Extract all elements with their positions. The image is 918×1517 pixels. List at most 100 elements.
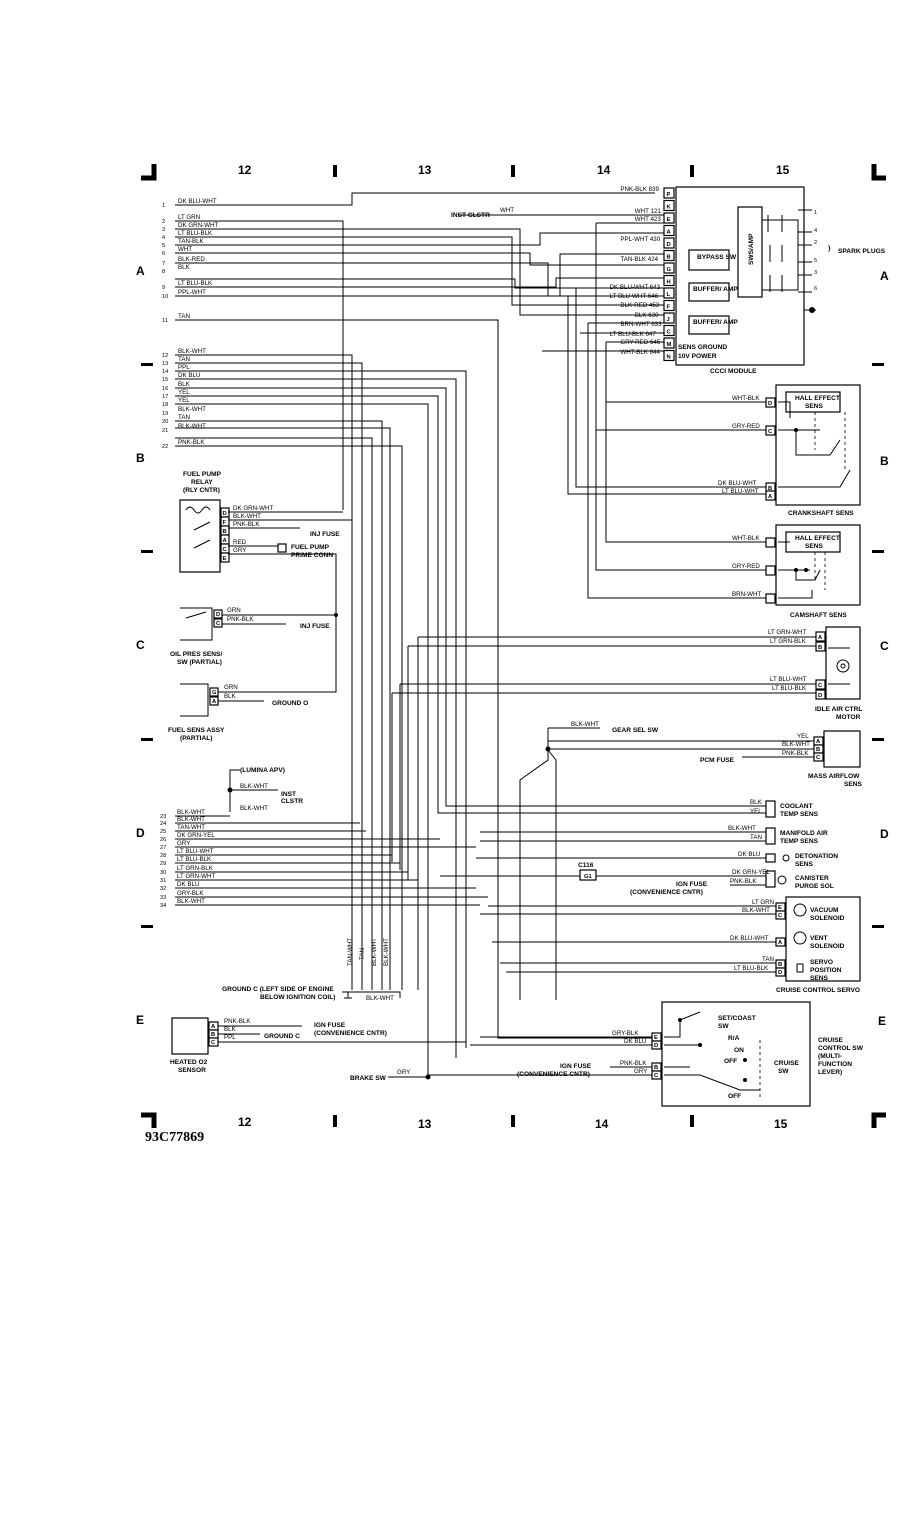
o2-wire-2: BLK [224, 1026, 237, 1033]
left-wire-color-lower: BLK-WHT [177, 809, 205, 816]
ground-vwire-4: BLK-WHT [383, 938, 390, 966]
crank-pin-d: D [768, 401, 772, 407]
left-wire-color: WHT [178, 246, 192, 253]
left-wire-color-lower: LT BLU-BLK [177, 856, 212, 863]
row-label-d: D [136, 826, 145, 840]
maf-wire-yel: YEL [797, 733, 809, 740]
crankshaft-label: CRANKSHAFT SENS [788, 510, 854, 517]
buffer-amp-2: BUFFER/ AMP [693, 319, 738, 326]
left-wire-num: 20 [162, 419, 168, 425]
left-wire-color: DK BLU [178, 372, 200, 379]
left-wire-color-lower: DK GRN-YEL [177, 832, 215, 839]
ccci-pin-box [663, 349, 675, 362]
c116-label: C116 [578, 862, 594, 869]
servo-label-1: SERVO [810, 959, 833, 966]
maf-label-2: SENS [844, 781, 863, 788]
relay-pin-letter: D [223, 511, 227, 517]
fuel-sens-label-1: FUEL SENS ASSY [168, 727, 225, 734]
left-wire-num-lower: 32 [160, 886, 166, 892]
csw-off2: OFF [728, 1093, 741, 1100]
left-wire-color-lower: BLK-WHT [177, 816, 205, 823]
left-wire-num: 5 [162, 243, 165, 249]
csw-wire-2: DK BLU [624, 1038, 646, 1045]
relay-prime-2: PRIME CONN [291, 552, 333, 559]
iac-wire-4: LT BLU-BLK [772, 685, 807, 692]
o2-label-2: SENSOR [178, 1067, 206, 1074]
ccci-pin-box [663, 287, 675, 299]
relay-wire-label: RED [233, 539, 247, 546]
left-wire-num: 6 [162, 251, 165, 257]
left-wire-num-lower: 25 [160, 829, 166, 835]
mass-airflow-sensor: A B C YEL BLK-WHT PNK-BLK PCM FUSE MASS … [519, 721, 863, 1000]
iac-pin-b: B [818, 645, 822, 651]
ccci-pin-box [663, 249, 675, 262]
left-wire-num: 14 [162, 369, 168, 375]
left-wire-color: TAN [178, 313, 190, 320]
lumina-dest-1: INST [281, 791, 296, 798]
ccci-wire-label: PNK-BLK 839 [620, 186, 659, 193]
left-wire-num: 16 [162, 386, 168, 392]
bypass-label: BYPASS SW [697, 254, 737, 261]
ccci-wire-label: LT BLU-BLK 647 [610, 331, 657, 338]
left-wire-num: 19 [162, 411, 168, 417]
o2-pin-a: A [211, 1024, 216, 1030]
lumina-wire: BLK-WHT [240, 783, 268, 790]
coolant-wire-1: BLK [750, 799, 763, 806]
row-label-c: C [136, 638, 145, 652]
ccci-wire-label: WHT 423 [635, 216, 662, 223]
fuel-sens-ground: GROUND O [272, 700, 308, 707]
csw-label-1: CRUISE [818, 1037, 844, 1044]
left-wire-num: 11 [162, 318, 168, 324]
iac-pin-d: D [818, 693, 822, 699]
o2-label-1: HEATED O2 [170, 1059, 208, 1066]
oil-wire-pnk: PNK-BLK [227, 616, 254, 623]
ignition-coils [762, 209, 812, 293]
csw-pin-e: E [654, 1035, 658, 1041]
relay-wire-label: PNK-BLK [233, 521, 260, 528]
cam-hall-1: HALL EFFECT [795, 535, 840, 542]
heated-o2-sensor: A B C PNK-BLK BLK PPL IGN FUSE (CONVENIE… [170, 1017, 467, 1074]
ccci-wire-label: BLK 630 [635, 312, 659, 319]
row-label-a-right: A [880, 269, 889, 283]
ccci-pin-letter: L [667, 292, 671, 298]
csw-set-1: SET/COAST [718, 1015, 756, 1022]
left-wire-num: 9 [162, 285, 165, 291]
relay-pin-letter: F [223, 520, 227, 526]
servo-pin-c: C [778, 913, 783, 919]
csw-ra: R/A [728, 1035, 740, 1042]
left-wire-num-lower: 33 [160, 895, 166, 901]
relay-wire-label: DK GRN-WHT [233, 505, 273, 512]
left-wire-num: 8 [162, 269, 165, 275]
csw-wire-1: GRY-BLK [612, 1030, 639, 1037]
csw-pin-b: B [654, 1065, 658, 1071]
fuel-pump-label-3: (RLY CNTR) [183, 487, 220, 494]
crank-hall-2: SENS [805, 403, 824, 410]
left-wire-color: LT BLU-BLK [178, 230, 213, 237]
servo-label-2: POSITION [810, 967, 842, 974]
buffer-amp-1: BUFFER/ AMP [693, 286, 738, 293]
gear-wire: BLK-WHT [571, 721, 599, 728]
csw-label-3: (MULTI- [818, 1053, 842, 1060]
fuel-pump-label-1: FUEL PUMP [183, 471, 222, 478]
left-wire-num: 2 [162, 219, 165, 225]
ccci-pin-letter: M [667, 342, 672, 348]
crank-wire-1: WHT-BLK [732, 395, 760, 402]
lumina-note: (LUMINA APV) [240, 767, 285, 774]
col-footer-15: 15 [774, 1117, 788, 1131]
ground-vwire-3: BLK-WHT [371, 938, 378, 966]
servo-wire-5: LT BLU-BLK [734, 965, 769, 972]
servo-label-3: SENS [810, 975, 829, 982]
spark-plugs-label: SPARK PLUGS [838, 248, 886, 255]
ccci-pin-box [663, 212, 675, 224]
ccci-wire-label: PPL-WHT 430 [620, 236, 660, 243]
ccci-pin-letter: J [667, 317, 670, 323]
c116-pin: G1 [584, 874, 593, 880]
left-wire-num: 10 [162, 294, 168, 300]
crank-pin-c: C [768, 429, 773, 435]
ccci-pin-letter: N [667, 355, 671, 361]
iac-pin-c: C [818, 683, 823, 689]
left-wire-num-lower: 23 [160, 814, 166, 820]
